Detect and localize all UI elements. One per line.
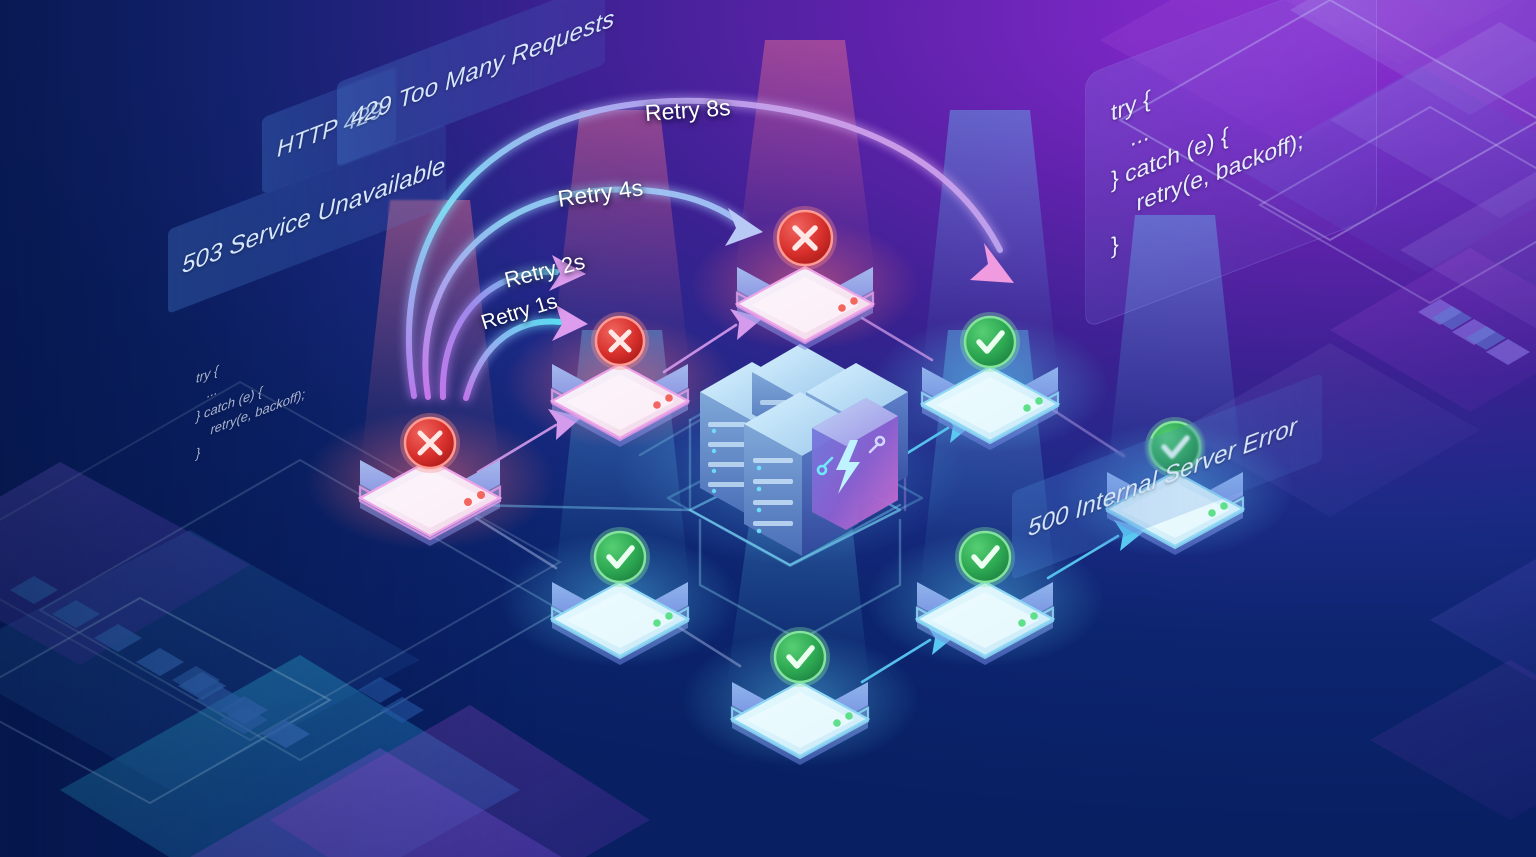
status-badge-success <box>770 627 830 687</box>
node-fail-origin[interactable] <box>357 413 503 546</box>
node-fail-third[interactable] <box>734 206 876 350</box>
retry-arc-1s <box>463 305 588 401</box>
status-badge-fail <box>773 206 837 270</box>
node-fail-second[interactable] <box>549 312 691 447</box>
retry-arc-2s <box>439 255 586 400</box>
node-ok-bottom[interactable] <box>729 627 871 765</box>
retry-arc-8s <box>406 97 1014 399</box>
node-ok-lower-left[interactable] <box>549 527 691 665</box>
status-badge-success <box>590 527 650 587</box>
status-badge-fail <box>400 413 460 473</box>
lightning-bolt-icon <box>836 440 860 494</box>
retry-arc-4s <box>422 186 763 400</box>
status-badge-success <box>955 527 1015 587</box>
node-ok-lower-right[interactable] <box>914 527 1056 665</box>
switch-icon-right <box>868 435 886 454</box>
switch-icon-left <box>816 456 834 476</box>
circuit-breaker-panel <box>812 398 898 530</box>
status-badge-fail <box>591 312 649 370</box>
node-ok-upper-right[interactable] <box>919 312 1061 450</box>
status-badge-success <box>960 312 1020 372</box>
